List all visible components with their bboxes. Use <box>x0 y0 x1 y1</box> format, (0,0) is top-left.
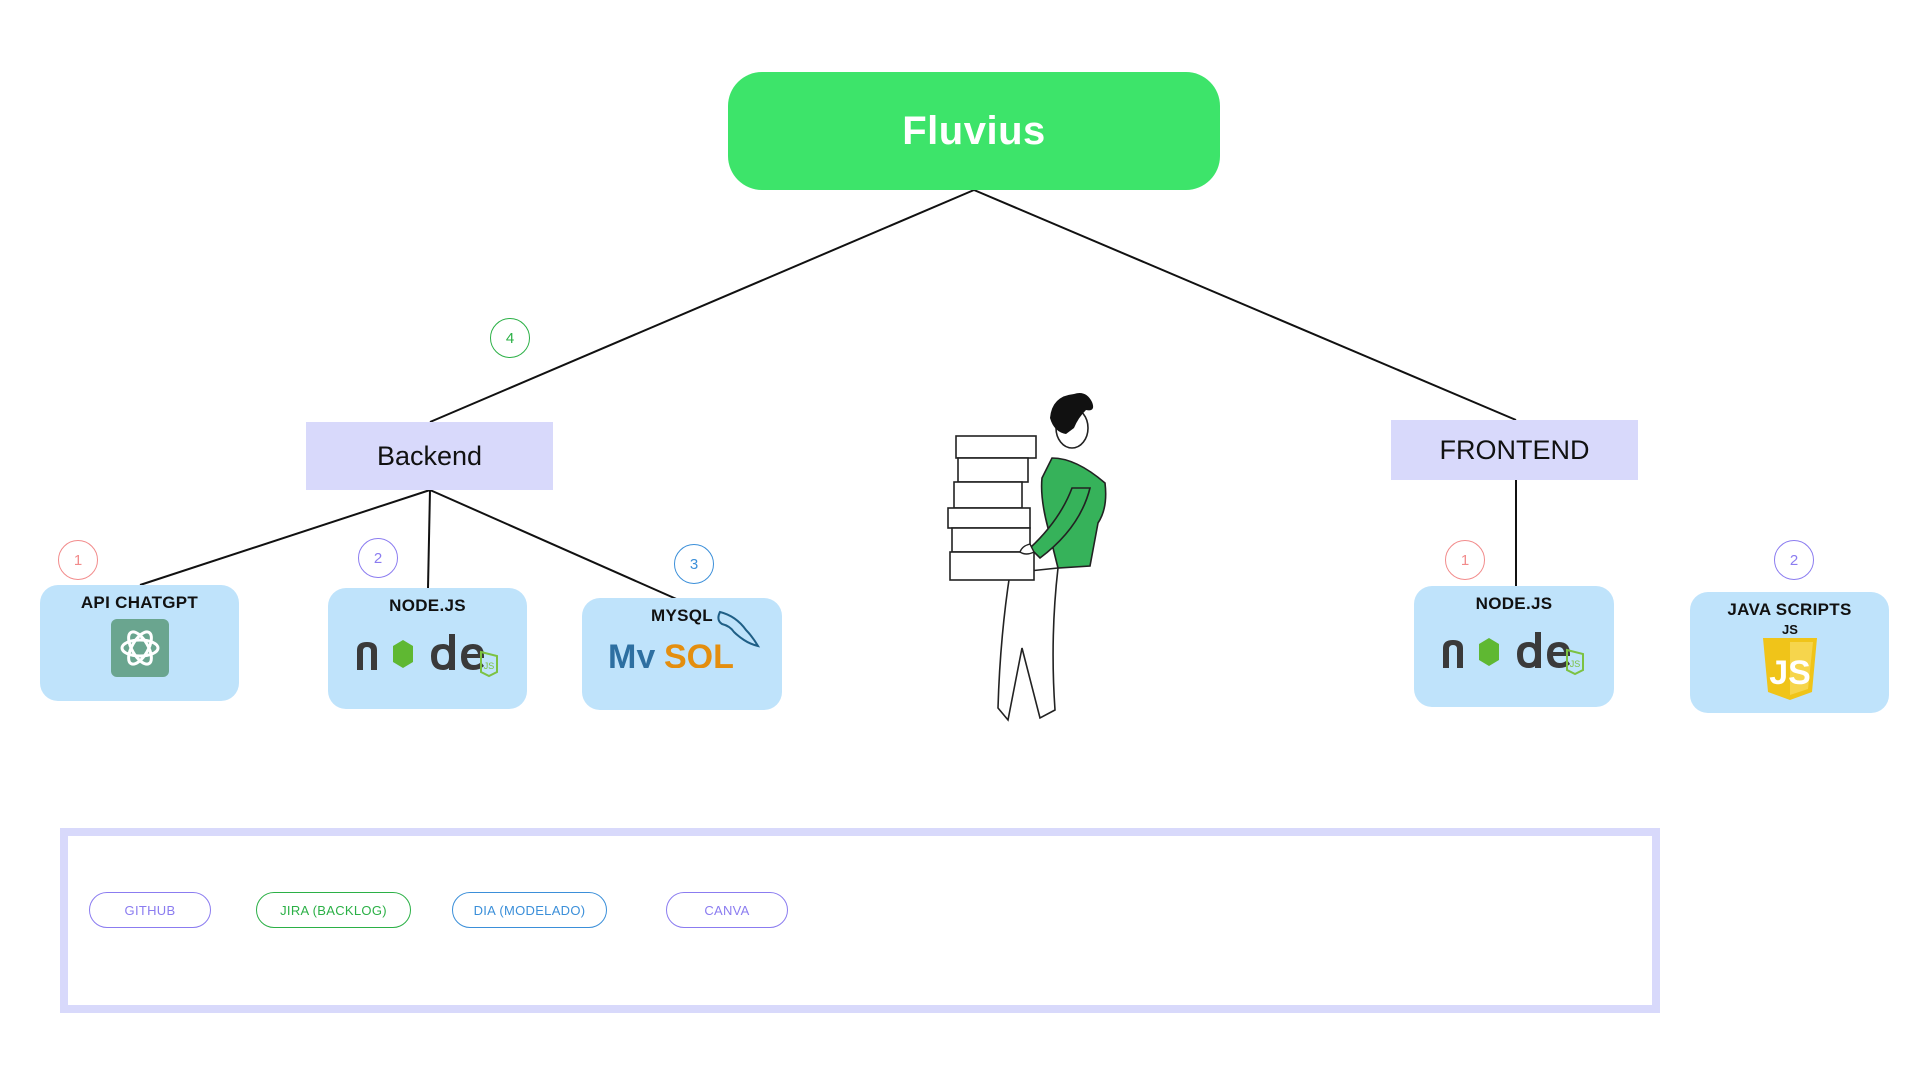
mysql-node: MYSQL My SQL <box>582 598 782 710</box>
mysql-logo-icon: My SQL <box>608 610 761 668</box>
frontend-nodejs-label: NODE.JS <box>1475 594 1553 613</box>
chatgpt-node: API CHATGPT <box>40 585 239 701</box>
svg-text:My: My <box>608 638 655 668</box>
line-root-frontend <box>973 189 1517 421</box>
javascript-logo-icon: JS JS <box>1762 622 1817 700</box>
line-root-backend <box>429 189 975 423</box>
openai-logo-icon <box>110 619 169 677</box>
backend-badge: 4 <box>490 318 530 358</box>
frontend-node-badge: 1 <box>1445 540 1485 580</box>
chatgpt-badge: 1 <box>58 540 98 580</box>
frontend-nodejs-node: NODE.JS JS <box>1414 586 1614 707</box>
nodejs-logo-icon: JS <box>356 634 498 678</box>
javascript-badge: 2 <box>1774 540 1814 580</box>
backend-nodejs-node: NODE.JS JS <box>328 588 527 709</box>
tool-chip-github: GITHUB <box>89 892 211 928</box>
backend-node-badge: 2 <box>358 538 398 578</box>
tool-chip-canva: CANVA <box>666 892 788 928</box>
tool-chip-dia: DIA (MODELADO) <box>452 892 607 928</box>
svg-text:JS: JS <box>1782 622 1798 637</box>
line-backend-chatgpt <box>139 489 431 586</box>
frontend-label: FRONTEND <box>1439 434 1590 465</box>
frontend-node: FRONTEND <box>1391 420 1638 480</box>
person-carrying-boxes-icon <box>947 393 1107 722</box>
svg-text:JS: JS <box>1570 659 1581 669</box>
line-backend-node <box>427 489 431 589</box>
mysql-label: MYSQL <box>651 606 713 625</box>
nodejs-logo-icon: JS <box>1443 632 1584 676</box>
root-title: Fluvius <box>902 108 1046 153</box>
tool-chip-jira: JIRA (BACKLOG) <box>256 892 411 928</box>
tools-panel <box>60 828 1660 1013</box>
backend-node: Backend <box>306 422 553 490</box>
svg-text:JS: JS <box>483 661 494 671</box>
javascript-node: JAVA SCRIPTS JS JS <box>1690 592 1889 713</box>
backend-nodejs-label: NODE.JS <box>389 596 466 615</box>
svg-text:SQL: SQL <box>664 638 734 668</box>
chatgpt-label: API CHATGPT <box>80 593 199 612</box>
backend-label: Backend <box>376 440 483 471</box>
svg-text:JS: JS <box>1769 654 1811 692</box>
mysql-badge: 3 <box>674 544 714 584</box>
root-node: Fluvius <box>728 72 1220 190</box>
line-backend-mysql <box>429 489 691 606</box>
javascript-label: JAVA SCRIPTS <box>1727 600 1852 619</box>
